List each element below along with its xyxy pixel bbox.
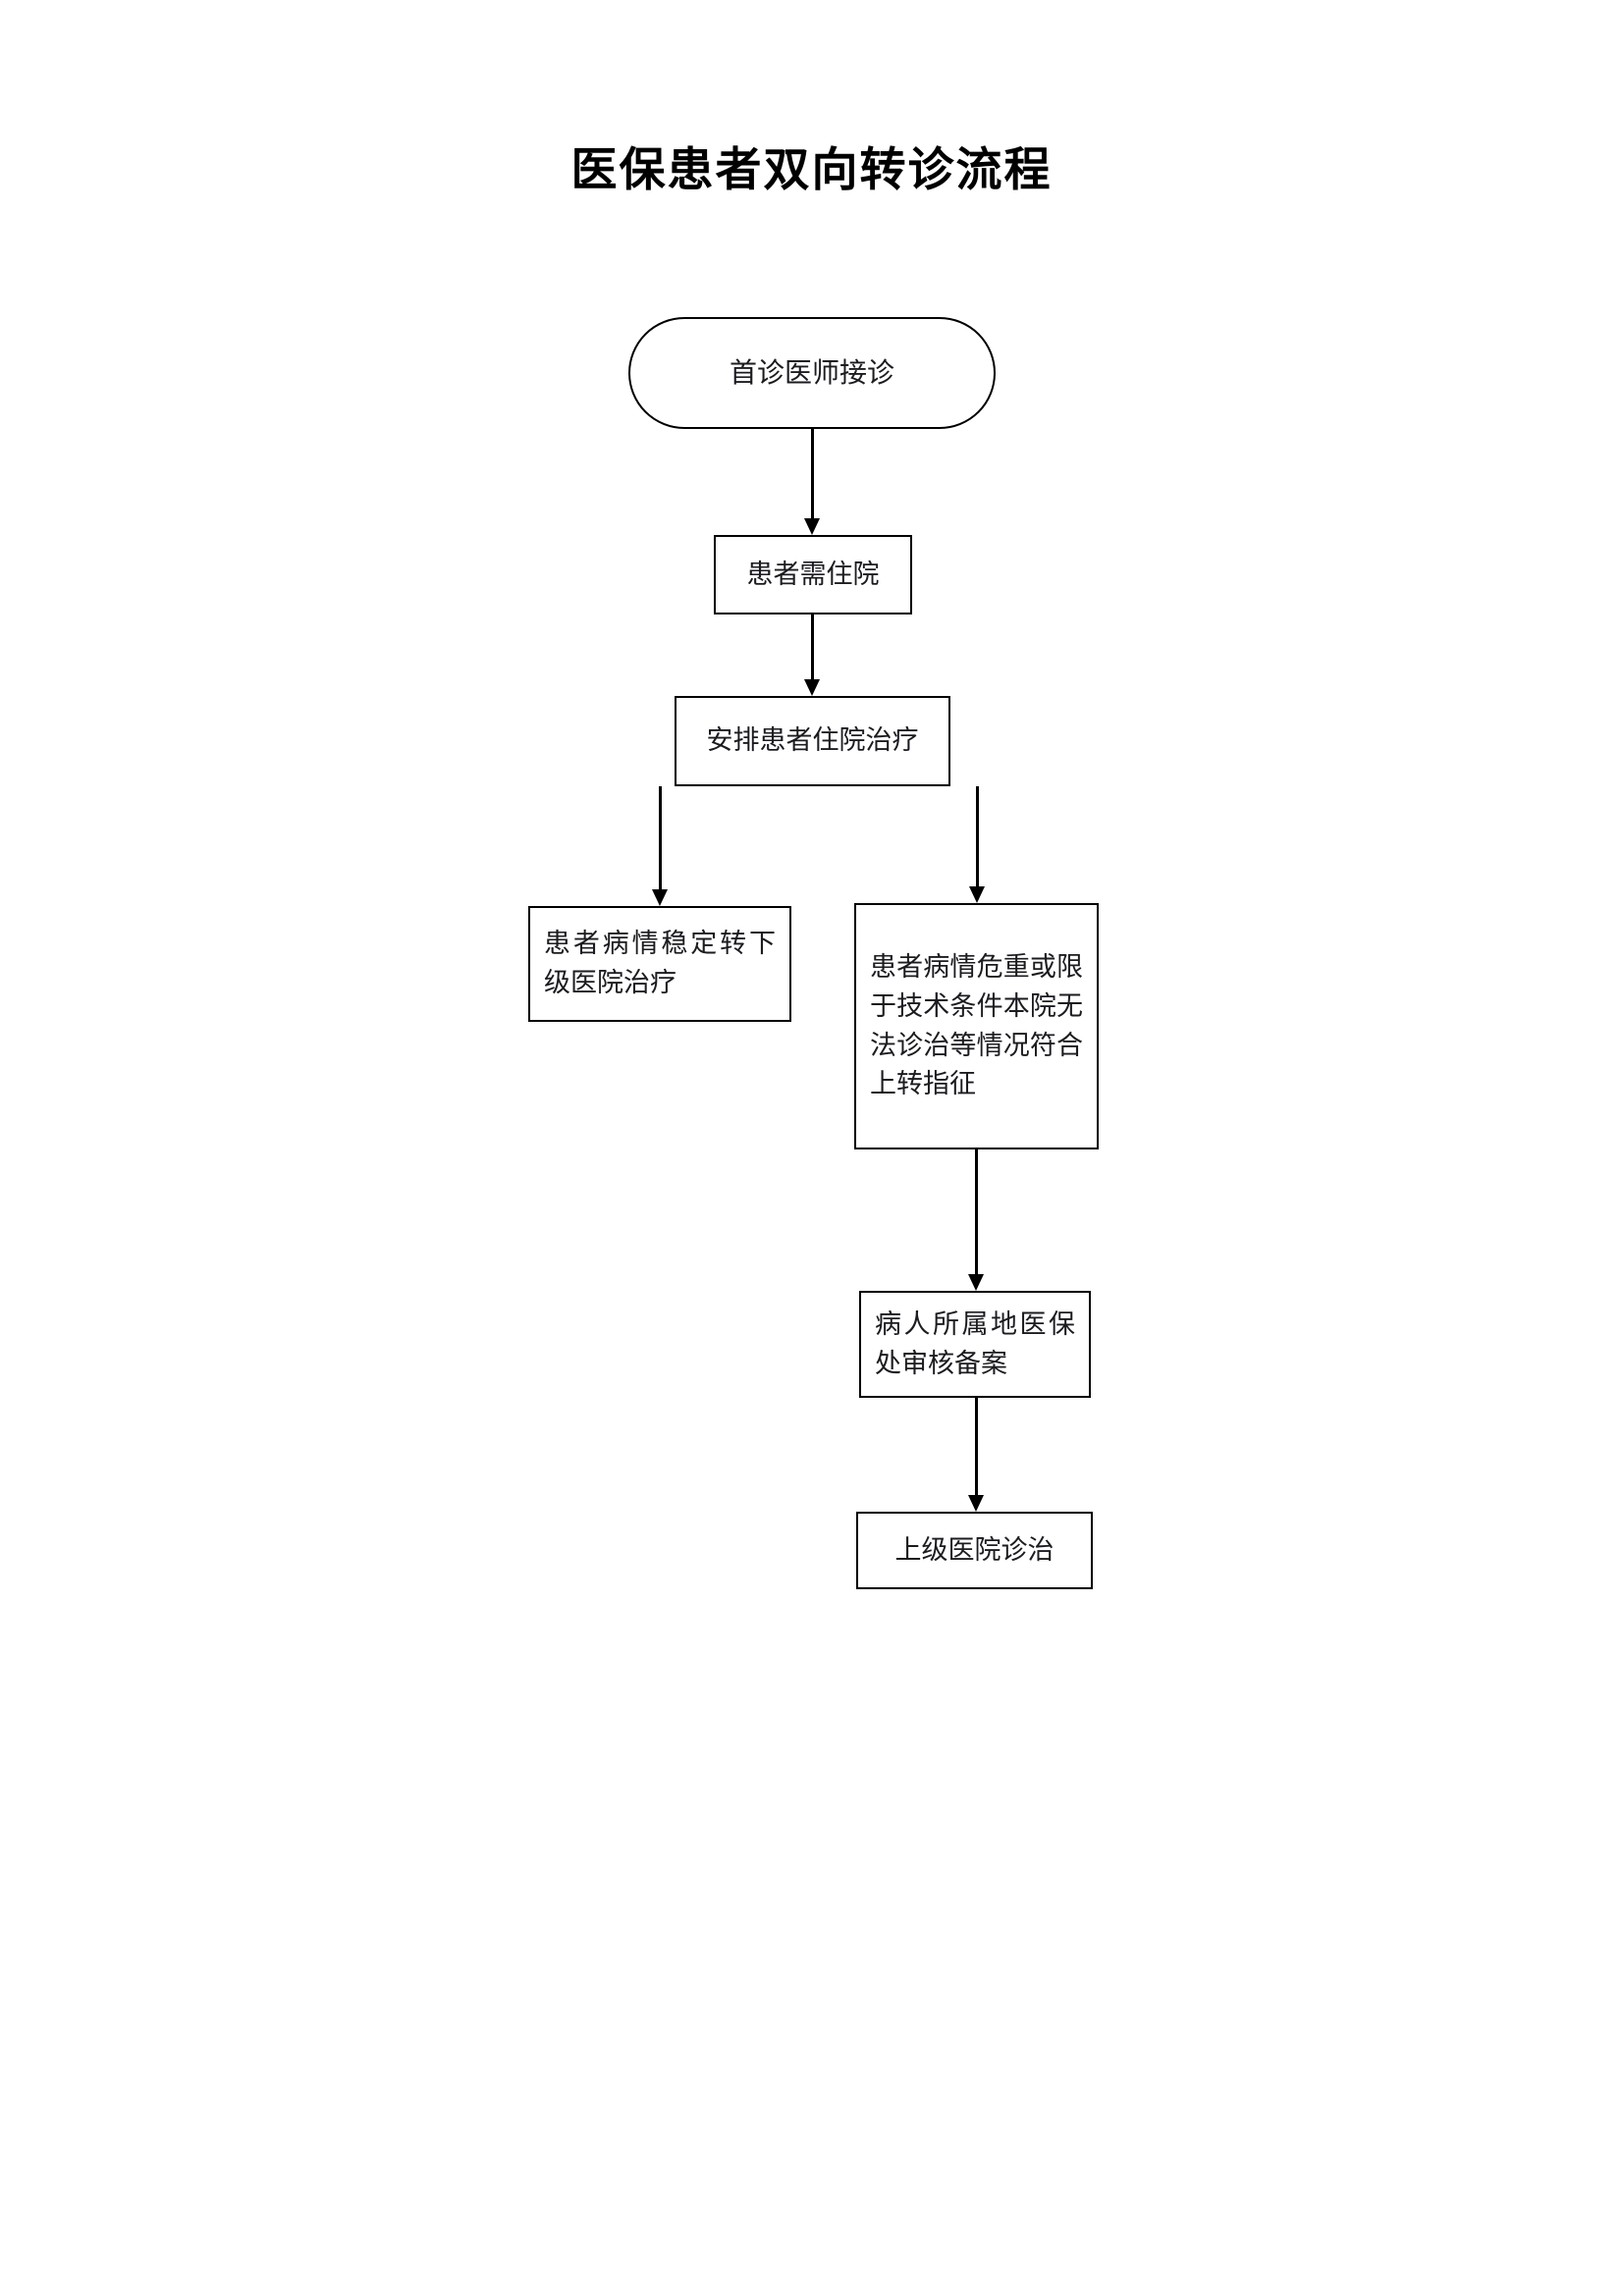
flow-node-intake[interactable]: 首诊医师接诊 [628,317,996,429]
flow-node-upper-hospital-treatment-label: 上级医院诊治 [894,1534,1055,1566]
page-title: 医保患者双向转诊流程 [570,143,1053,197]
arrow-head-icon [968,1274,984,1291]
arrow-head-icon [804,679,820,696]
flow-node-critical-transfer-up[interactable]: 患者病情危重或限于技术条件本院无法诊治等情况符合上转指征 [854,903,1099,1149]
flow-node-stable-transfer-down[interactable]: 患者病情稳定转下级医院治疗 [528,906,791,1022]
flow-node-need-admit-label: 患者需住院 [746,559,880,590]
flow-node-need-admit[interactable]: 患者需住院 [714,535,912,614]
arrow-head-icon [652,889,668,906]
flow-node-insurance-review[interactable]: 病人所属地医保处审核备案 [859,1291,1091,1398]
flow-node-arrange-admission[interactable]: 安排患者住院治疗 [675,696,950,786]
edge-line [811,429,814,518]
flow-node-stable-transfer-down-label: 患者病情稳定转下级医院治疗 [544,929,776,998]
flow-node-critical-transfer-up-label: 患者病情危重或限于技术条件本院无法诊治等情况符合上转指征 [870,951,1083,1100]
edge-line [811,614,814,679]
edge-line [976,786,979,886]
edge-line [975,1398,978,1495]
arrow-head-icon [804,518,820,535]
arrow-head-icon [968,1495,984,1512]
flow-node-arrange-admission-label: 安排患者住院治疗 [706,725,919,757]
flow-node-intake-label: 首诊医师接诊 [729,356,894,390]
edge-line [975,1149,978,1274]
flow-node-insurance-review-label: 病人所属地医保处审核备案 [875,1308,1075,1379]
arrow-head-icon [969,886,985,903]
flow-node-upper-hospital-treatment[interactable]: 上级医院诊治 [856,1512,1093,1589]
edge-line [659,786,662,889]
